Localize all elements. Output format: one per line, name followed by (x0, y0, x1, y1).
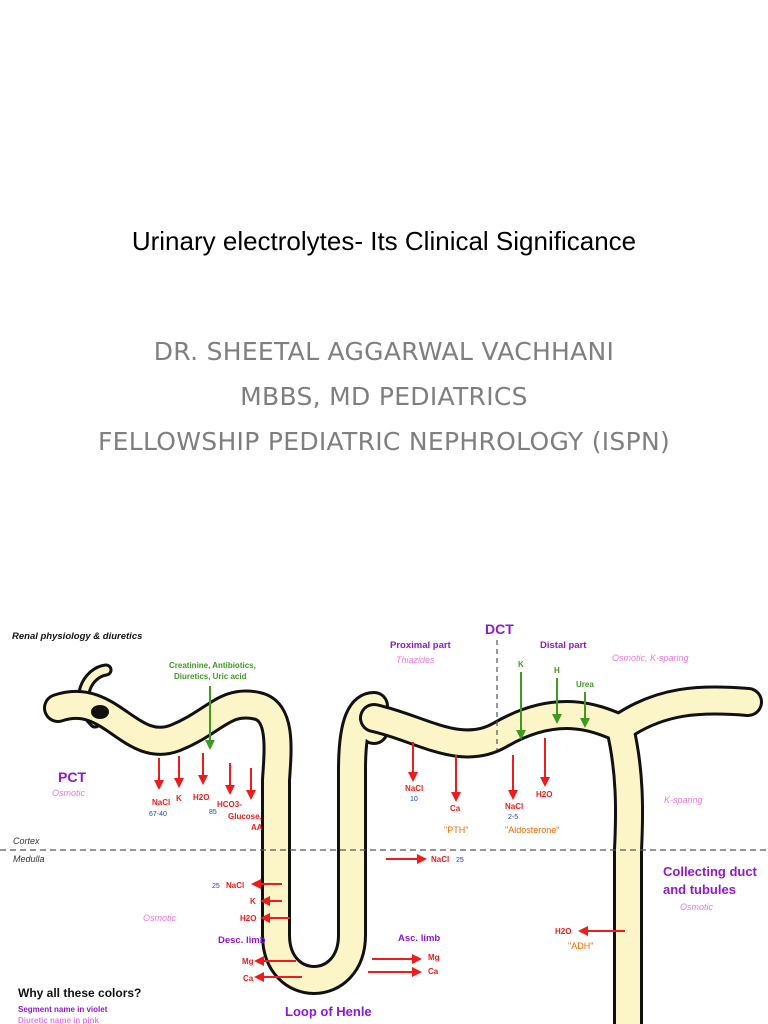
slide-title: Urinary electrolytes- Its Clinical Signi… (131, 226, 637, 256)
svg-text:Segment name in violet: Segment name in violet (18, 1005, 108, 1014)
segment-collecting-line2: and tubules (663, 882, 736, 897)
desc-limb-reabsorption: 25 NaCl K H2O (212, 879, 290, 923)
diuretic-loop: Osmotic (143, 913, 177, 923)
hormone-pth: "PTH" (444, 825, 468, 835)
diuretic-osmotic-ksparing: Osmotic, K-sparing (612, 653, 689, 663)
svg-text:K: K (518, 660, 524, 669)
segment-distal-part: Distal part (540, 640, 587, 651)
hormone-aldosterone: "Aldosterone" (505, 825, 559, 835)
hormone-adh: "ADH" (568, 941, 593, 951)
svg-text:Creatinine, Antibiotics,: Creatinine, Antibiotics, (169, 661, 256, 670)
segment-pct: PCT (58, 769, 86, 785)
pct-reabsorption: NaCl 67-40 K H2O HCO3- 85 Glucose, AA (149, 753, 263, 832)
svg-text:H2O: H2O (240, 914, 256, 923)
svg-text:AA: AA (251, 823, 263, 832)
diuretic-pct: Osmotic (52, 788, 86, 798)
svg-text:85: 85 (209, 809, 217, 816)
svg-text:NaCl: NaCl (505, 802, 523, 811)
svg-text:NaCl: NaCl (405, 784, 423, 793)
dct-secretion: K H Urea (516, 660, 594, 740)
dct-distal-reabsorption: NaCl 2-5 H2O (505, 738, 552, 821)
diuretic-ksparing: K-sparing (664, 795, 703, 805)
svg-text:HCO3-: HCO3- (217, 800, 242, 809)
svg-text:K: K (176, 794, 182, 803)
pct-secretion: Creatinine, Antibiotics, Diuretics, Uric… (169, 661, 256, 750)
svg-text:Diuretic name in pink: Diuretic name in pink (18, 1016, 99, 1024)
svg-text:NaCl: NaCl (431, 855, 449, 864)
svg-text:NaCl: NaCl (152, 798, 170, 807)
svg-text:Mg: Mg (428, 953, 440, 962)
svg-text:Glucose,: Glucose, (228, 812, 262, 821)
svg-text:2-5: 2-5 (508, 814, 518, 821)
segment-proximal-part: Proximal part (390, 640, 452, 651)
nephron-diagram: Renal physiology & diuretics Cortex Medu… (0, 621, 768, 1024)
nephron-tubule (43, 663, 763, 1024)
glomerulus-icon (91, 705, 109, 719)
svg-text:K: K (250, 897, 256, 906)
segment-asc-limb: Asc. limb (398, 933, 440, 944)
color-legend: Why all these colors? Segment name in vi… (18, 986, 141, 1024)
svg-text:Why all these colors?: Why all these colors? (18, 986, 141, 1000)
segment-collecting-line1: Collecting duct (663, 864, 758, 879)
author-fellowship: FELLOWSHIP PEDIATRIC NEPHROLOGY (ISPN) (97, 427, 671, 456)
segment-desc-limb: Desc. limb (218, 935, 266, 946)
loop-reabsorption: Mg Ca (242, 956, 302, 983)
svg-text:Diuretics, Uric acid: Diuretics, Uric acid (174, 672, 247, 681)
svg-text:25: 25 (456, 857, 464, 864)
asc-limb-reabsorption: NaCl 25 Mg Ca (368, 854, 464, 977)
segment-loop-of-henle: Loop of Henle (285, 1004, 372, 1019)
author-degree: MBBS, MD PEDIATRICS (240, 382, 528, 411)
svg-text:H2O: H2O (536, 790, 552, 799)
diuretic-thiazides: Thiazides (396, 655, 435, 665)
svg-text:H: H (554, 666, 560, 675)
zone-medulla: Medulla (13, 854, 45, 864)
segment-dct: DCT (485, 621, 514, 637)
svg-text:H2O: H2O (193, 793, 209, 802)
svg-text:Ca: Ca (428, 967, 439, 976)
dct-proximal-reabsorption: NaCl 10 Ca (405, 742, 461, 813)
svg-text:Ca: Ca (243, 974, 254, 983)
svg-text:Mg: Mg (242, 957, 254, 966)
diagram-heading: Renal physiology & diuretics (12, 631, 142, 642)
author-name: DR. SHEETAL AGGARWAL VACHHANI (153, 337, 615, 366)
svg-text:67-40: 67-40 (149, 811, 167, 818)
svg-text:H2O: H2O (555, 927, 571, 936)
svg-text:Ca: Ca (450, 804, 461, 813)
svg-text:Urea: Urea (576, 680, 594, 689)
diuretic-collecting: Osmotic (680, 902, 714, 912)
svg-text:25: 25 (212, 883, 220, 890)
svg-text:10: 10 (410, 796, 418, 803)
collecting-reabsorption: H2O (555, 926, 625, 936)
zone-cortex: Cortex (13, 836, 40, 846)
svg-text:NaCl: NaCl (226, 881, 244, 890)
